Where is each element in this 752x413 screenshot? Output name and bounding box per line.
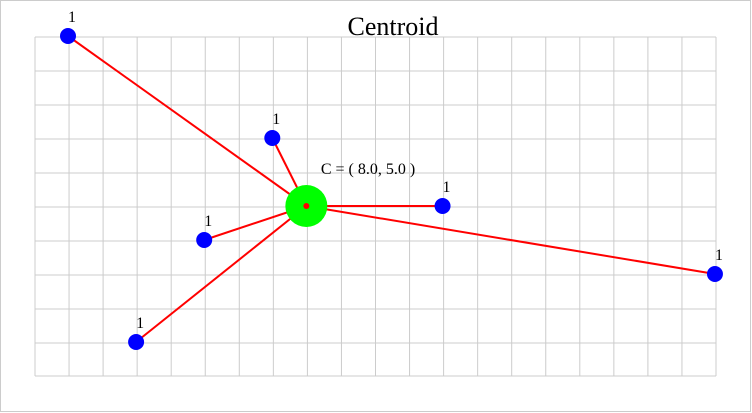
centroid-label: C = ( 8.0, 5.0 ) bbox=[321, 161, 415, 178]
data-point bbox=[128, 334, 145, 350]
data-point bbox=[434, 198, 451, 214]
diagram-title: Centroid bbox=[348, 12, 439, 41]
connector-line bbox=[67, 35, 307, 207]
point-weight-label: 1 bbox=[136, 315, 144, 332]
data-points: 1 1 1 1 1 1 bbox=[60, 9, 723, 350]
point-weight-label: 1 bbox=[443, 179, 451, 196]
connector-line bbox=[135, 205, 307, 343]
data-point bbox=[264, 130, 281, 146]
point-weight-label: 1 bbox=[68, 9, 76, 26]
data-point bbox=[706, 266, 723, 282]
centroid-group bbox=[285, 185, 328, 227]
data-point bbox=[196, 232, 213, 248]
data-point bbox=[60, 28, 76, 44]
connector-lines bbox=[67, 35, 716, 343]
centroid-center-dot bbox=[303, 203, 310, 209]
connector-line bbox=[306, 205, 716, 275]
point-weight-label: 1 bbox=[272, 111, 280, 128]
point-weight-label: 1 bbox=[204, 213, 212, 230]
point-weight-label: 1 bbox=[715, 247, 723, 264]
